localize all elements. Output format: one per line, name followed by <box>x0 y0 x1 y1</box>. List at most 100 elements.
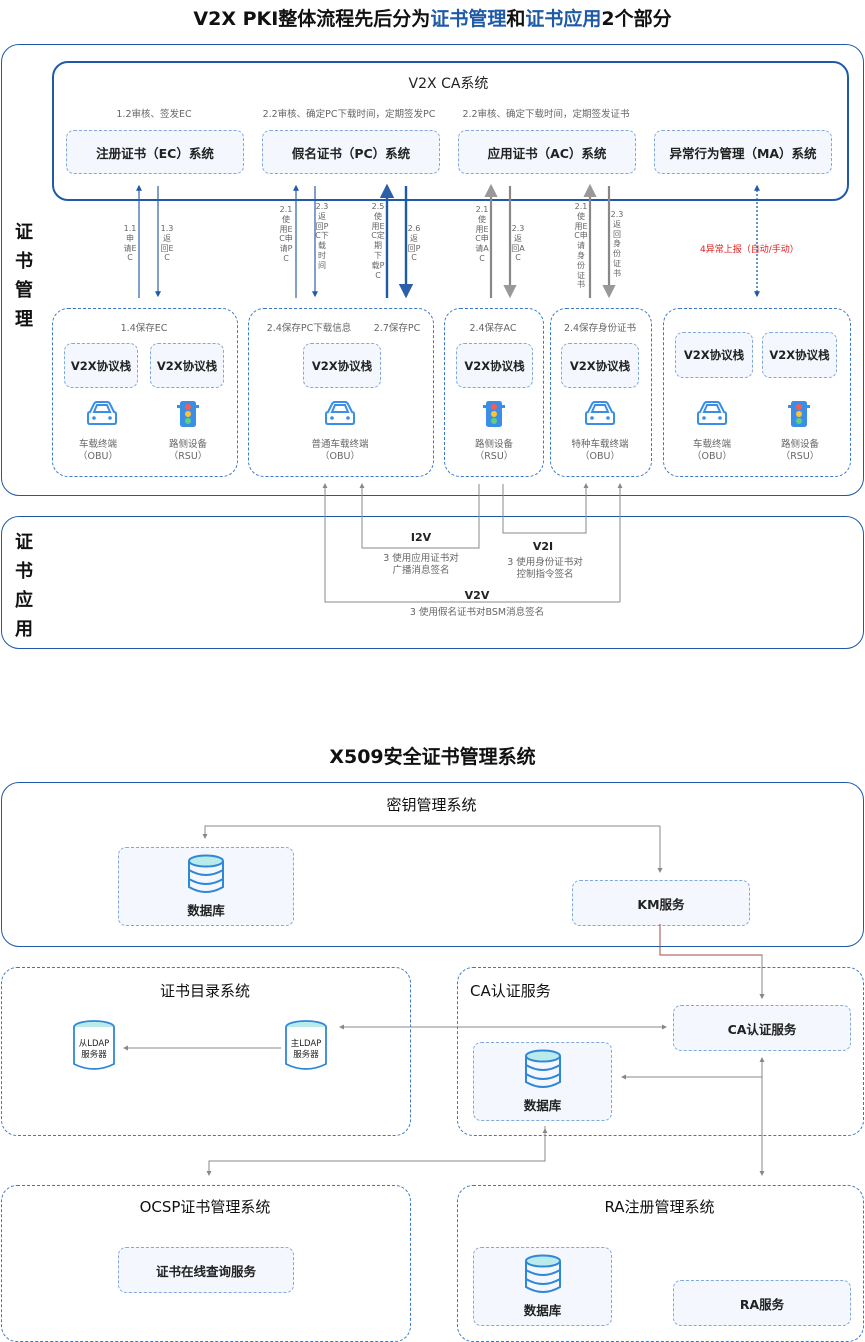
x509-title: X509安全证书管理系统 <box>329 746 536 768</box>
device-name: 路侧设备 <box>474 439 513 450</box>
app-connectors <box>322 483 623 603</box>
ldap-label: 服务器 <box>293 1050 319 1060</box>
v2x-stack-box: V2X协议栈 <box>150 343 224 388</box>
ca-service-title: CA认证服务 <box>470 982 551 1000</box>
ac-note: 2.2审核、确定下载时间，定期签发证书 <box>462 109 630 120</box>
device-icons <box>87 401 810 427</box>
database-icon <box>73 1020 115 1070</box>
group-pc <box>248 308 434 477</box>
device-code: （OBU） <box>78 451 118 462</box>
arrow-label-2-3-ac: 2.3返回AC <box>511 224 525 263</box>
device-name: 路侧设备 <box>168 439 207 450</box>
mgmt-arrows <box>136 183 760 299</box>
desc-line: 3 使用应用证书对 <box>383 553 459 564</box>
group-id <box>550 308 652 477</box>
desc-line: 广播消息签名 <box>392 565 450 576</box>
database-icon <box>285 1020 327 1070</box>
cert-directory-title: 证书目录系统 <box>159 982 250 1000</box>
device-label-obu: 车载终端（OBU） <box>676 439 748 463</box>
group-ec <box>52 308 238 477</box>
desc-line: 控制指令签名 <box>516 569 574 580</box>
i2v-label: I2V <box>410 531 432 544</box>
device-code: （OBU） <box>320 451 360 462</box>
title-text: V2X PKI整体流程先后分为 <box>193 8 431 30</box>
i2v-desc: 3 使用应用证书对广播消息签名 <box>368 553 474 577</box>
page-title: V2X PKI整体流程先后分为证书管理和证书应用2个部分 <box>0 4 865 31</box>
ldap-label: 主LDAP <box>290 1039 322 1049</box>
database-label: 数据库 <box>187 903 225 918</box>
traffic-light-icon <box>788 401 810 427</box>
device-label-normal-obu: 普通车载终端（OBU） <box>290 439 390 463</box>
database-icon <box>524 1049 561 1088</box>
database-label: 数据库 <box>523 1098 562 1113</box>
v2v-desc: 3 使用假名证书对BSM消息签名 <box>409 607 545 618</box>
title-highlight-app: 证书应用 <box>525 8 602 30</box>
side-label-mgmt: 证书管理 <box>15 222 33 330</box>
v2v-label: V2V <box>464 589 490 602</box>
ma-report-label: 4异常上报（自动/手动） <box>700 245 799 255</box>
v2x-stack-box: V2X协议栈 <box>762 332 837 378</box>
group-pc-note-a: 2.4保存PC下载信息 <box>266 323 352 334</box>
device-label-special-obu: 特种车载终端（OBU） <box>557 439 643 463</box>
v2x-stack-box: V2X协议栈 <box>303 343 381 388</box>
device-label-obu: 车载终端（OBU） <box>62 439 134 463</box>
v2i-desc: 3 使用身份证书对控制指令签名 <box>492 557 598 581</box>
ra-service-box: RA服务 <box>673 1280 851 1326</box>
traffic-light-icon <box>177 401 199 427</box>
title-text-suffix: 2个部分 <box>601 8 672 30</box>
car-icon <box>87 401 117 425</box>
ma-system-box: 异常行为管理（MA）系统 <box>654 130 832 174</box>
device-code: （RSU） <box>780 451 820 462</box>
group-id-note: 2.4保存身份证书 <box>563 323 637 334</box>
km-service-box: KM服务 <box>572 880 750 926</box>
device-label-rsu: 路侧设备（RSU） <box>764 439 836 463</box>
title-highlight-mgmt: 证书管理 <box>430 8 507 30</box>
v2x-stack-box: V2X协议栈 <box>456 343 533 388</box>
km-database: 数据库 <box>118 847 294 926</box>
ca-database: 数据库 <box>473 1042 612 1121</box>
v2i-label: V2I <box>532 540 554 553</box>
ldap-label: 从LDAP <box>78 1039 110 1049</box>
group-ec-note: 1.4保存EC <box>120 323 168 334</box>
v2x-stack-box: V2X协议栈 <box>561 343 639 388</box>
arrow-label-2-5: 2.5使用EC定期下载PC <box>371 202 385 280</box>
device-code: （RSU） <box>474 451 514 462</box>
car-icon <box>325 401 355 425</box>
arrow-label-2-1-id: 2.1使用EC申请身份证书 <box>574 202 588 290</box>
group-pc-note-b: 2.7保存PC <box>373 323 421 334</box>
group-ac <box>444 308 544 477</box>
desc-line: 3 使用身份证书对 <box>507 557 583 568</box>
group-ac-note: 2.4保存AC <box>469 323 517 334</box>
arrow-label-2-1-ac: 2.1使用EC申请AC <box>475 205 489 263</box>
traffic-light-icon <box>483 401 505 427</box>
ec-system-box: 注册证书（EC）系统 <box>66 130 244 174</box>
database-label: 数据库 <box>523 1303 562 1318</box>
side-label-app: 证书应用 <box>15 532 33 640</box>
database-icon <box>524 1254 561 1293</box>
arrow-label-2-3-pc: 2.3返回PC下载时间 <box>315 202 329 270</box>
title-text-and: 和 <box>506 8 526 30</box>
pc-note: 2.2审核、确定PC下载时间，定期签发PC <box>262 109 436 120</box>
device-name: 车载终端 <box>692 439 731 450</box>
cert-directory-system <box>1 967 411 1136</box>
arrow-label-2-3-id: 2.3返回身份证书 <box>610 210 624 278</box>
device-name: 车载终端 <box>78 439 117 450</box>
car-icon <box>585 401 615 425</box>
ldap-label: 服务器 <box>81 1050 107 1060</box>
database-icon <box>188 854 224 893</box>
device-name: 普通车载终端 <box>311 439 369 450</box>
arrow-label-1-1: 1.1申请EC <box>123 224 137 263</box>
device-code: （OBU） <box>580 451 620 462</box>
ca-service-box: CA认证服务 <box>673 1005 851 1051</box>
arrow-label-2-6: 2.6返回PC <box>407 224 421 263</box>
ac-system-box: 应用证书（AC）系统 <box>458 130 636 174</box>
ec-note: 1.2审核、签发EC <box>116 109 192 120</box>
ra-database: 数据库 <box>473 1247 612 1326</box>
cert-app-panel <box>1 516 864 649</box>
car-icon <box>697 401 727 425</box>
ra-title: RA注册管理系统 <box>604 1198 715 1216</box>
ocsp-service-box: 证书在线查询服务 <box>118 1247 294 1293</box>
